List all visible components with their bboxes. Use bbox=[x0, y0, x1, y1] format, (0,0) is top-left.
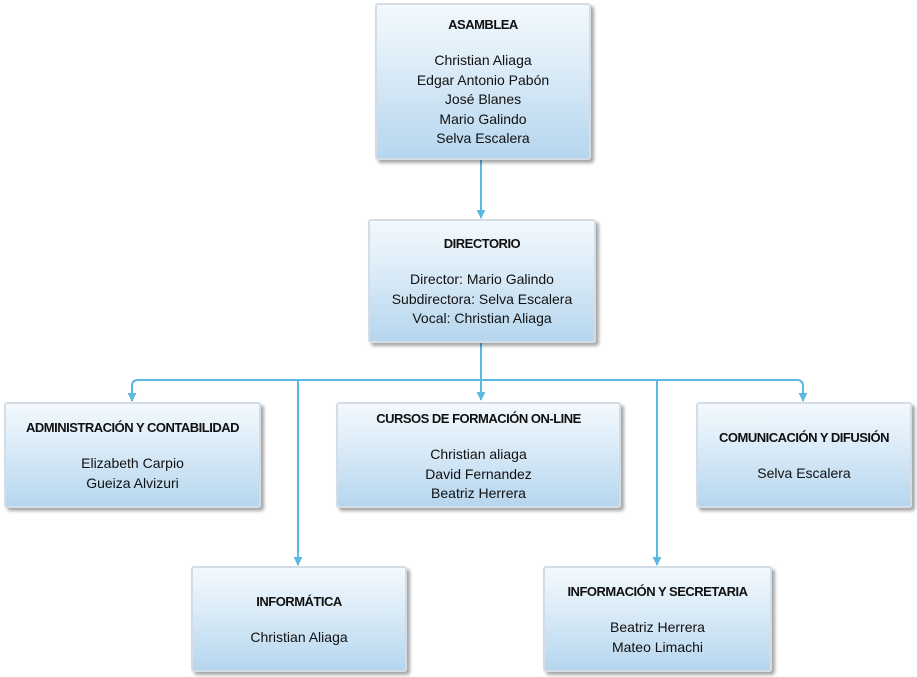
administracion-box: ADMINISTRACIÓN Y CONTABILIDAD Elizabeth … bbox=[4, 402, 261, 508]
cursos-title: CURSOS DE FORMACIÓN ON-LINE bbox=[376, 411, 581, 426]
asamblea-title: ASAMBLEA bbox=[448, 17, 518, 32]
member-name: Beatriz Herrera bbox=[610, 619, 705, 635]
member-name: Subdirectora: Selva Escalera bbox=[391, 290, 573, 307]
cursos-members: Christian aliaga David Fernandez Beatriz… bbox=[338, 445, 619, 504]
informatica-box: INFORMÁTICA Christian Aliaga bbox=[191, 566, 407, 672]
member-name: Elizabeth Carpio bbox=[81, 455, 184, 471]
informatica-title: INFORMÁTICA bbox=[256, 594, 342, 609]
connector-horizontal-bus bbox=[131, 379, 804, 400]
directorio-box: DIRECTORIO Director: Mario Galindo Subdi… bbox=[368, 219, 596, 343]
member-name: Gueiza Alvizuri bbox=[86, 474, 179, 491]
comunicacion-members: Selva Escalera bbox=[698, 464, 910, 484]
member-name: Selva Escalera bbox=[436, 130, 530, 146]
administracion-members: Elizabeth Carpio Gueiza Alvizuri bbox=[6, 454, 259, 493]
asamblea-members: Christian Aliaga Edgar Antonio Pabón Jos… bbox=[377, 51, 589, 149]
member-name: Christian Aliaga bbox=[250, 629, 348, 645]
member-name: David Fernandez bbox=[425, 465, 532, 482]
cursos-box: CURSOS DE FORMACIÓN ON-LINE Christian al… bbox=[336, 402, 621, 508]
member-name: Christian aliaga bbox=[430, 446, 527, 462]
member-name: Mateo Limachi bbox=[611, 638, 704, 655]
member-name: Director: Mario Galindo bbox=[410, 271, 554, 287]
member-name: Selva Escalera bbox=[757, 465, 851, 481]
comunicacion-box: COMUNICACIÓN Y DIFUSIÓN Selva Escalera bbox=[696, 402, 912, 508]
member-name: Mario Galindo bbox=[439, 110, 527, 127]
informatica-members: Christian Aliaga bbox=[193, 628, 405, 648]
directorio-members: Director: Mario Galindo Subdirectora: Se… bbox=[370, 270, 594, 329]
informacion-box: INFORMACIÓN Y SECRETARIA Beatriz Herrera… bbox=[543, 566, 772, 672]
member-name: Beatriz Herrera bbox=[431, 485, 526, 501]
member-name: Christian Aliaga bbox=[434, 52, 532, 68]
member-name: Edgar Antonio Pabón bbox=[416, 71, 550, 88]
member-name: José Blanes bbox=[444, 91, 522, 107]
member-name: Vocal: Christian Aliaga bbox=[412, 310, 552, 326]
informacion-members: Beatriz Herrera Mateo Limachi bbox=[545, 618, 770, 657]
administracion-title: ADMINISTRACIÓN Y CONTABILIDAD bbox=[26, 420, 240, 435]
comunicacion-title: COMUNICACIÓN Y DIFUSIÓN bbox=[718, 430, 890, 445]
informacion-title: INFORMACIÓN Y SECRETARIA bbox=[567, 584, 748, 599]
directorio-title: DIRECTORIO bbox=[443, 236, 521, 251]
asamblea-box: ASAMBLEA Christian Aliaga Edgar Antonio … bbox=[375, 3, 591, 160]
